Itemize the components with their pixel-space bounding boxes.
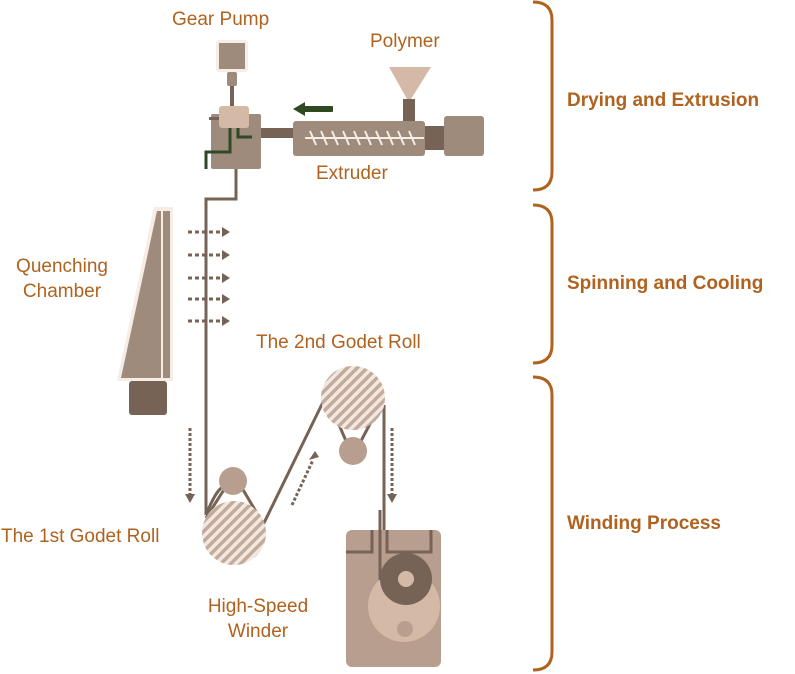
label-quenching-chamber: Quenching Chamber	[6, 254, 118, 304]
brace-winding-process	[532, 375, 554, 672]
label-first-godet-roll: The 1st Godet Roll	[1, 526, 160, 547]
label-polymer: Polymer	[370, 31, 440, 52]
label-winder-line1: High-Speed	[207, 596, 309, 617]
label-extruder: Extruder	[316, 163, 388, 184]
stage-label-winding-process: Winding Process	[567, 513, 721, 534]
stage-label-spinning-cooling: Spinning and Cooling	[567, 273, 764, 294]
high-speed-winder	[346, 510, 441, 667]
second-godet-roll	[321, 366, 385, 430]
label-gear-pump: Gear Pump	[172, 9, 270, 30]
extruder	[293, 67, 484, 156]
spin-head	[204, 106, 297, 169]
label-winder-line2: Winder	[227, 621, 289, 642]
stage-braces	[532, 0, 554, 672]
second-godet-idler	[339, 437, 367, 465]
first-godet-idler	[219, 467, 247, 495]
label-second-godet-roll: The 2nd Godet Roll	[256, 332, 421, 353]
stage-label-drying-extrusion: Drying and Extrusion	[567, 90, 760, 111]
label-quenching-line2: Chamber	[22, 281, 102, 302]
cooling-air-arrows	[188, 230, 222, 323]
flow-direction-arrow-icon	[293, 102, 333, 116]
arrowheads	[222, 227, 230, 326]
motion-arrowheads	[185, 451, 397, 503]
brace-spinning-cooling	[532, 203, 554, 365]
first-godet-roll	[202, 501, 266, 565]
label-high-speed-winder: High-Speed Winder	[190, 594, 326, 644]
filament-path	[204, 169, 386, 580]
gear-pump-motor	[216, 40, 248, 108]
motion-arrows	[188, 428, 394, 506]
quenching-chamber	[117, 207, 173, 415]
brace-drying-extrusion	[532, 0, 554, 192]
label-quenching-line1: Quenching	[16, 256, 108, 277]
